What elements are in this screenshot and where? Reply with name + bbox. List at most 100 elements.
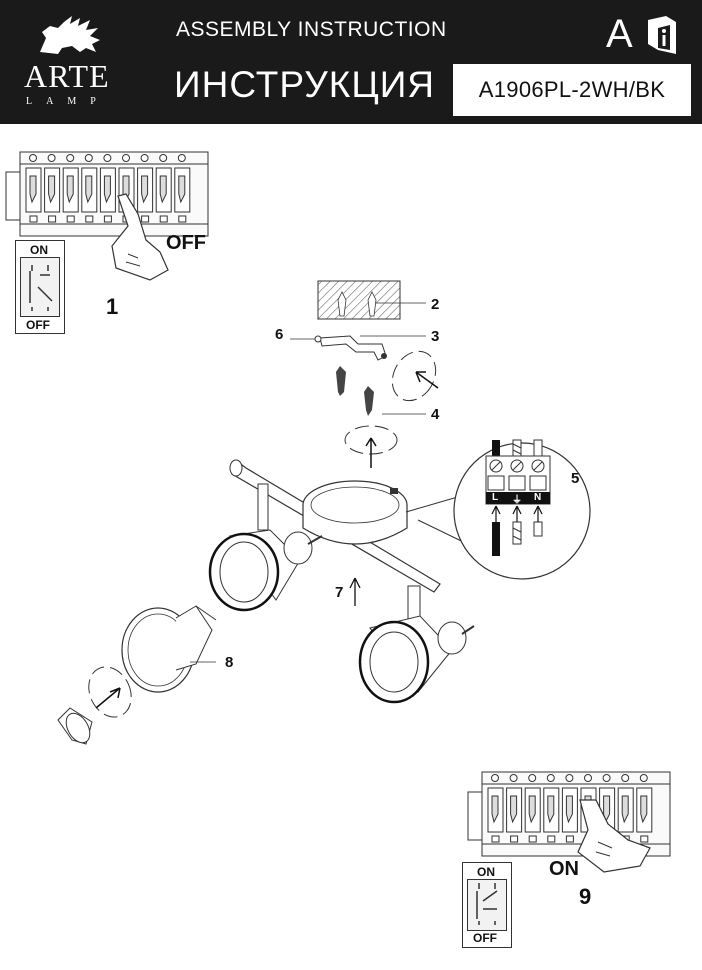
breaker-module <box>524 787 541 833</box>
breaker-screw <box>159 154 168 162</box>
breaker-terminal <box>85 215 94 223</box>
breaker-terminal <box>510 835 519 843</box>
breaker-screw <box>528 774 537 782</box>
breaker-module <box>506 787 523 833</box>
breaker-module <box>62 167 79 213</box>
switch-toggle-icon <box>29 265 53 311</box>
breaker-lever <box>48 175 56 204</box>
ceiling-block <box>317 280 401 320</box>
wiring-detail-circle <box>453 442 591 580</box>
step9-state-label: ON <box>549 858 579 880</box>
model-box: A1906PL-2WH/BK <box>453 64 691 116</box>
griffin-logo-icon <box>40 16 100 54</box>
breaker-lever <box>528 795 536 824</box>
breaker-module <box>99 167 116 213</box>
breaker-module <box>543 787 560 833</box>
breaker-module <box>118 167 135 213</box>
callout-6: 6 <box>275 326 284 343</box>
breaker-module <box>174 167 191 213</box>
switch1-on-label: ON <box>30 243 48 257</box>
brand-sub: LAMP <box>26 96 110 107</box>
breaker-lever <box>122 175 130 204</box>
breaker-screw <box>546 774 555 782</box>
model-number: A1906PL-2WH/BK <box>478 77 666 102</box>
breaker-module <box>155 167 172 213</box>
terminal-n: N <box>534 492 542 503</box>
breaker-lever <box>103 175 111 204</box>
breaker-screw <box>509 774 518 782</box>
breaker-module <box>580 787 597 833</box>
info-letter: A <box>606 12 633 56</box>
breaker-lever <box>159 175 167 204</box>
canopy <box>302 480 408 530</box>
breaker-screw <box>491 774 499 782</box>
breaker-terminal <box>29 215 38 223</box>
callout-7: 7 <box>335 584 344 601</box>
breaker-lever <box>547 795 555 824</box>
breaker-module <box>137 167 154 213</box>
breaker-lever <box>66 175 74 204</box>
breaker-terminal <box>122 215 131 223</box>
breaker-lever <box>491 795 499 824</box>
breaker-terminal <box>565 835 574 843</box>
switch-toggle-icon <box>476 883 498 925</box>
info-sign-icon <box>648 16 676 54</box>
gu10-bulb <box>121 607 195 693</box>
breaker-lever <box>178 175 186 204</box>
wall-switch-on: ON OFF <box>462 862 512 948</box>
breaker-screw <box>140 154 149 162</box>
breaker-screw <box>621 774 630 782</box>
breaker-module <box>636 787 653 833</box>
breaker-screw <box>584 774 592 782</box>
breaker-screw <box>565 774 574 782</box>
breaker-lever <box>29 175 37 204</box>
breaker-terminal <box>547 835 556 843</box>
step9-number: 9 <box>579 884 592 909</box>
title-english: ASSEMBLY INSTRUCTION <box>176 18 447 41</box>
breaker-screw <box>84 154 93 162</box>
step1-state-label: OFF <box>166 232 206 254</box>
brand-logo: ARTE <box>24 58 110 94</box>
spotlight-2 <box>358 620 430 704</box>
title-russian: ИНСТРУКЦИЯ <box>174 64 436 105</box>
spotlight-1 <box>208 532 280 612</box>
breaker-terminal <box>640 835 649 843</box>
breaker-terminal <box>141 215 150 223</box>
breaker-module <box>487 787 504 833</box>
mounting-bracket <box>319 335 387 361</box>
breaker-terminal <box>103 215 112 223</box>
breaker-screw <box>122 154 130 162</box>
callout-8: 8 <box>225 654 234 671</box>
header-bar: ARTE LAMP ASSEMBLY INSTRUCTION ИНСТРУКЦИ… <box>0 0 702 124</box>
breaker-terminal <box>66 215 75 223</box>
switch1-off-label: OFF <box>26 318 50 332</box>
switch9-on-label: ON <box>477 865 495 879</box>
breaker-lever <box>640 795 648 824</box>
breaker-lever <box>621 795 629 824</box>
breaker-module <box>25 167 42 213</box>
switch9-off-label: OFF <box>473 931 497 945</box>
breaker-terminal <box>159 215 168 223</box>
breaker-module <box>44 167 61 213</box>
breaker-screw <box>639 774 648 782</box>
breaker-terminal <box>48 215 57 223</box>
breaker-terminal <box>621 835 630 843</box>
breaker-screw <box>47 154 56 162</box>
lamp-bar <box>231 461 441 593</box>
breaker-screw <box>103 154 112 162</box>
step1-number: 1 <box>106 294 119 319</box>
breaker-screw <box>177 154 186 162</box>
breaker-lever <box>141 175 149 204</box>
callout-5: 5 <box>571 470 580 487</box>
breaker-terminal <box>528 835 537 843</box>
breaker-module <box>561 787 578 833</box>
breaker-terminal <box>178 215 187 223</box>
breaker-module <box>81 167 98 213</box>
breaker-lever <box>603 795 611 824</box>
breaker-module <box>599 787 616 833</box>
